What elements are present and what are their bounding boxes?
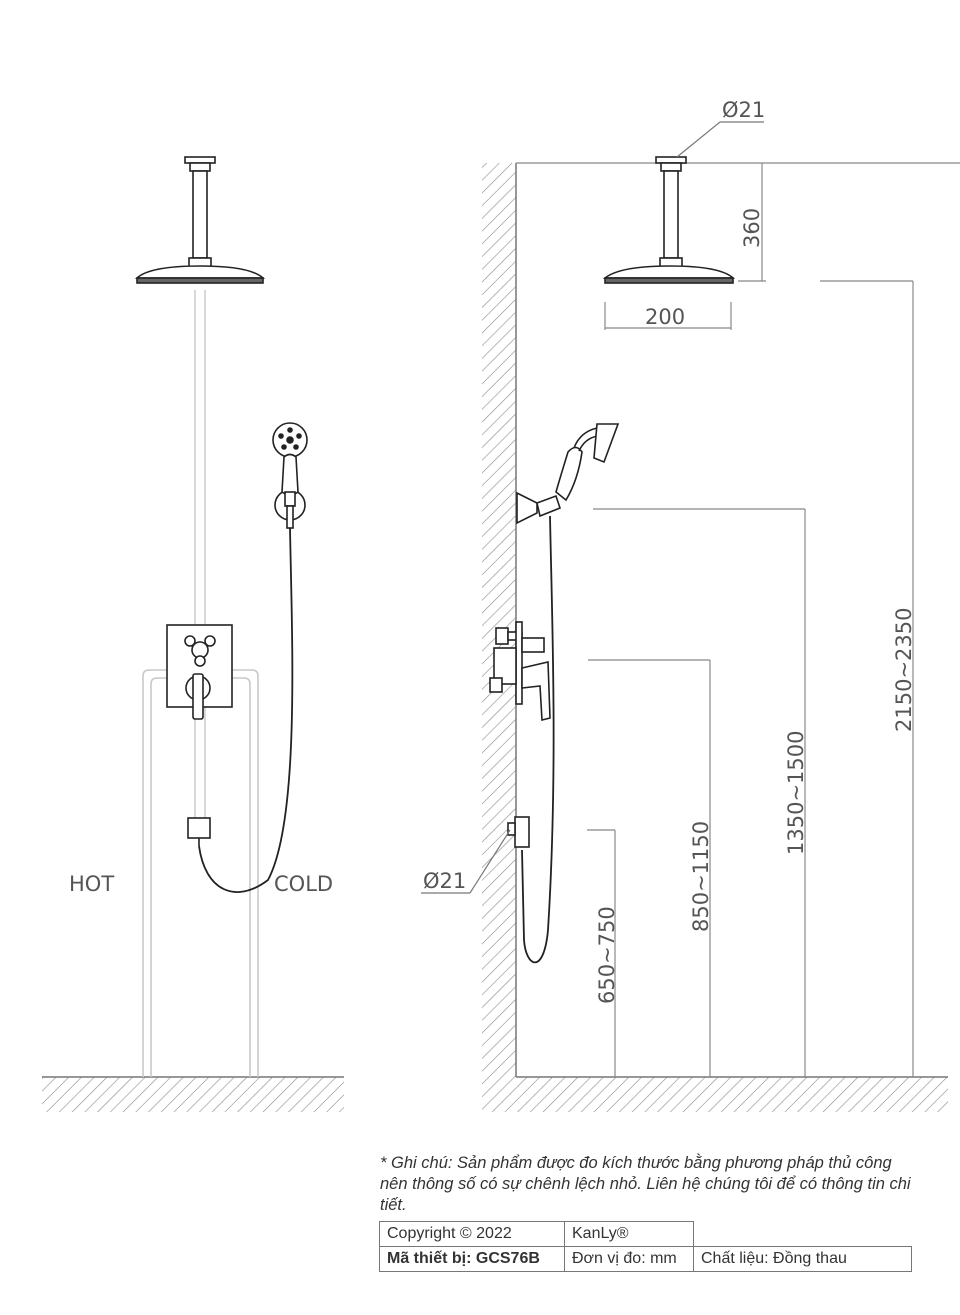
empty-cell [693, 1221, 911, 1247]
hot-cold-pipes [142, 669, 259, 1077]
dim-2150-label: 2150~2350 [892, 608, 916, 732]
front-view: HOT COLD [42, 156, 344, 1112]
brand-cell: KanLy® [564, 1221, 694, 1247]
wall-outlet-front [187, 817, 211, 846]
dim-200-lines [604, 302, 732, 330]
hand-shower-front [272, 422, 308, 529]
table-row: Mã thiết bị: GCS76B Đơn vị đo: mm Chất l… [379, 1246, 912, 1272]
unit-cell: Đơn vị đo: mm [564, 1246, 694, 1272]
measurement-note: * Ghi chú: Sản phẩm được đo kích thước b… [380, 1154, 911, 1214]
riser-pipe [194, 290, 206, 818]
dim-360-label: 360 [740, 208, 764, 248]
shower-technical-drawing: HOT COLD 360 [42, 98, 960, 1112]
product-info-table: Copyright © 2022 KanLy® Mã thiết bị: GCS… [379, 1221, 912, 1272]
dim-360-lines [738, 163, 766, 282]
dia-top-leader [676, 121, 764, 158]
model-cell: Mã thiết bị: GCS76B [379, 1246, 565, 1272]
height-dimension-lines [587, 280, 914, 1077]
side-floor-hatch [482, 1077, 948, 1112]
side-view: 360 200 Ø21 [421, 98, 960, 1112]
rain-shower-head-front [134, 156, 266, 284]
dim-850-label: 850~1150 [689, 821, 713, 932]
wall-outlet-side [507, 816, 530, 848]
copyright-cell: Copyright © 2022 [379, 1221, 565, 1247]
front-floor-hatch [42, 1077, 344, 1112]
dia-side-label: Ø21 [423, 869, 466, 893]
dim-1350-label: 1350~1500 [784, 731, 808, 855]
mixer-valve-front [166, 624, 233, 720]
shower-hose-front [198, 527, 294, 893]
dim-200-label: 200 [645, 305, 685, 329]
hot-label: HOT [69, 872, 114, 896]
dim-650-label: 650~750 [595, 906, 619, 1004]
wall-hatch [482, 163, 516, 1077]
shower-hose-side [521, 515, 555, 964]
table-row: Copyright © 2022 KanLy® [379, 1221, 911, 1247]
dia-side-leader [421, 829, 511, 894]
material-cell: Chất liệu: Đồng thau [693, 1246, 912, 1272]
mixer-valve-side [489, 621, 551, 722]
cold-label: COLD [274, 872, 333, 896]
rain-shower-head-side [602, 156, 736, 284]
dia-top-label: Ø21 [722, 98, 765, 122]
hand-shower-side [516, 423, 620, 525]
